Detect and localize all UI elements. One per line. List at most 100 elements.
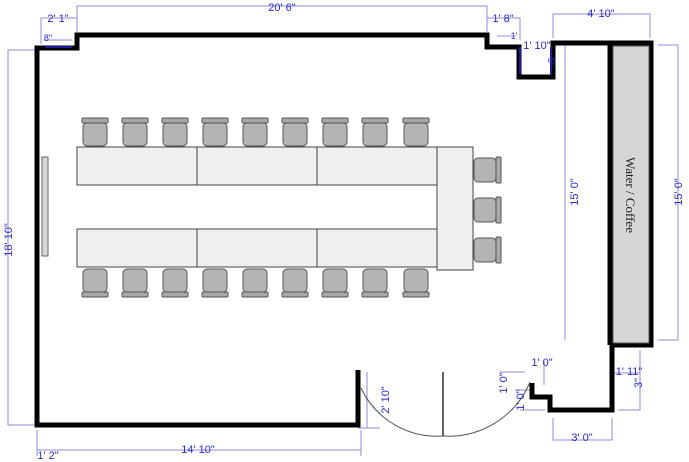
chair xyxy=(473,156,502,184)
dim-step-height-b: 1' 0" xyxy=(515,389,527,410)
chair xyxy=(321,117,349,147)
chair-back xyxy=(281,117,309,124)
dim-top-left-step: 8" xyxy=(44,33,52,43)
chair-seat xyxy=(82,122,108,147)
dim-counter-length-inner: 15' 0" xyxy=(569,178,581,206)
chair xyxy=(201,268,229,298)
chair-back xyxy=(321,291,349,298)
dim-top-width: 20' 6" xyxy=(268,2,296,14)
chair-back xyxy=(321,117,349,124)
chair-seat xyxy=(162,122,188,147)
wall-detail xyxy=(45,46,552,74)
chair-back xyxy=(81,291,109,298)
chair xyxy=(473,236,502,264)
chair xyxy=(161,268,189,298)
chair-seat xyxy=(473,157,497,183)
dim-counter-gap-small: 3" xyxy=(633,378,645,388)
chair xyxy=(402,268,430,298)
chair xyxy=(321,268,349,298)
counter-label: Water / Coffee xyxy=(623,157,638,233)
dim-door-width: 2' 10" xyxy=(380,386,392,414)
door-swing-right xyxy=(442,381,531,437)
chair-back xyxy=(361,117,389,124)
double-door[interactable] xyxy=(360,372,531,437)
dim-top-right: 1' 8" xyxy=(492,13,513,25)
chair xyxy=(121,268,149,298)
chair-back xyxy=(495,196,502,224)
chair-seat xyxy=(162,268,188,293)
water-coffee-counter xyxy=(612,45,650,344)
chair xyxy=(81,117,109,147)
chair-seat xyxy=(322,268,348,293)
chair-back xyxy=(495,236,502,264)
dim-step-height-a: 1' 0" xyxy=(498,372,510,393)
chair-seat xyxy=(362,268,388,293)
chair-seat xyxy=(122,122,148,147)
dim-top-right-step: 1' xyxy=(511,31,518,41)
chair-seat xyxy=(362,122,388,147)
dim-counter-length-outer: 15' 0" xyxy=(673,178,685,206)
chair-back xyxy=(201,117,229,124)
chair-back xyxy=(81,117,109,124)
chair-seat xyxy=(242,268,268,293)
dim-bottom-wall: 14' 10" xyxy=(181,444,215,456)
dimension-labels: 20' 6" 2' 1" 8" 1' 8" 1' 1' 10" 5" 4' 10… xyxy=(3,2,685,462)
chair-seat xyxy=(473,237,497,263)
chair-back xyxy=(402,117,430,124)
table xyxy=(76,146,198,186)
door-swing-left xyxy=(360,387,444,437)
table xyxy=(436,146,474,271)
chair xyxy=(241,117,269,147)
chair-seat xyxy=(473,197,497,223)
chair xyxy=(81,268,109,298)
dim-alcove-width: 1' 10" xyxy=(523,40,551,52)
dim-counter-width: 4' 10" xyxy=(587,8,615,20)
chair-seat xyxy=(282,122,308,147)
chair-seat xyxy=(202,122,228,147)
chairs xyxy=(81,117,502,298)
chair-seat xyxy=(322,122,348,147)
dim-bottom-left: 1' 2" xyxy=(37,450,58,462)
chair xyxy=(121,117,149,147)
whiteboard xyxy=(41,156,49,257)
chair-back xyxy=(121,117,149,124)
chair-back xyxy=(281,291,309,298)
chair xyxy=(161,117,189,147)
table xyxy=(196,228,318,268)
chair-back xyxy=(241,117,269,124)
table xyxy=(316,146,438,186)
chair-seat xyxy=(242,122,268,147)
dim-top-left: 2' 1" xyxy=(47,13,68,25)
tables xyxy=(76,146,474,271)
chair-seat xyxy=(122,268,148,293)
dim-step-width: 1' 0" xyxy=(531,357,552,369)
dim-room-height: 18' 10" xyxy=(3,223,15,257)
dim-bottom-right: 3' 0" xyxy=(571,432,592,444)
chair-back xyxy=(161,117,189,124)
chair-back xyxy=(361,291,389,298)
chair-seat xyxy=(403,268,429,293)
chair xyxy=(281,117,309,147)
chair-back xyxy=(201,291,229,298)
chair-back xyxy=(402,291,430,298)
table xyxy=(316,228,438,268)
chair-back xyxy=(121,291,149,298)
chair xyxy=(281,268,309,298)
table xyxy=(76,228,198,268)
chair-back xyxy=(241,291,269,298)
chair-back xyxy=(161,291,189,298)
room-walls xyxy=(34,32,654,428)
chair-seat xyxy=(202,268,228,293)
chair-seat xyxy=(403,122,429,147)
table xyxy=(196,146,318,186)
chair xyxy=(241,268,269,298)
chair-seat xyxy=(82,268,108,293)
chair xyxy=(473,196,502,224)
chair-back xyxy=(495,156,502,184)
dim-counter-gap: 1' 11" xyxy=(616,366,643,378)
chair xyxy=(201,117,229,147)
dim-alcove-depth: 5" xyxy=(546,58,556,66)
chair-seat xyxy=(282,268,308,293)
chair xyxy=(402,117,430,147)
